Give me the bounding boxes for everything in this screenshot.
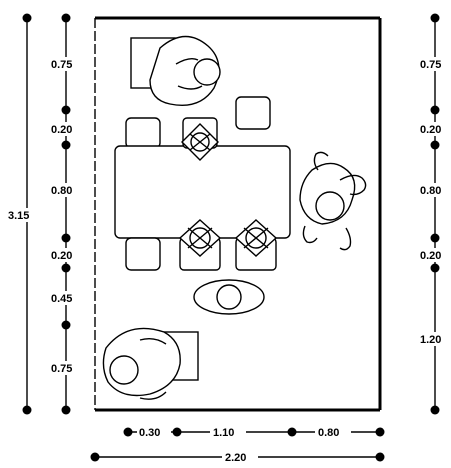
dim-node xyxy=(123,427,133,437)
dim-node xyxy=(22,13,32,23)
chair-bottom-middle-right xyxy=(234,219,278,271)
armchair-bottom-left xyxy=(102,327,199,400)
chair-top-left xyxy=(125,117,161,149)
oval-object xyxy=(193,279,265,315)
dim-node xyxy=(61,405,71,415)
dim-label-bottom-1: 0.30 xyxy=(139,427,160,439)
dim-node xyxy=(375,452,385,462)
left-inner-dimension: 0.75 0.20 0.80 0.20 0.45 0.75 xyxy=(48,13,84,415)
dim-node xyxy=(430,13,440,23)
dim-node xyxy=(430,233,440,243)
dim-label-total-width: 2.20 xyxy=(225,452,246,464)
left-outer-dimension: 3.15 xyxy=(6,13,40,415)
armchair-top xyxy=(130,35,221,106)
dim-node xyxy=(61,233,71,243)
dim-node xyxy=(430,405,440,415)
dim-node xyxy=(61,13,71,23)
dim-node xyxy=(61,320,71,330)
dim-node xyxy=(430,263,440,273)
dim-label-left-3: 0.80 xyxy=(51,185,72,197)
dim-label-right-4: 0.20 xyxy=(420,250,441,262)
chair-top-middle xyxy=(181,117,219,161)
dim-node xyxy=(430,105,440,115)
right-dimension: 0.75 0.20 0.80 0.20 1.20 xyxy=(418,13,451,415)
dim-label-total-height: 3.15 xyxy=(8,210,29,222)
dim-node xyxy=(172,427,182,437)
dim-label-right-1: 0.75 xyxy=(420,59,441,71)
bottom-inner-dimension: 0.30 1.10 0.80 xyxy=(123,425,385,439)
dim-node xyxy=(22,405,32,415)
dim-label-right-3: 0.80 xyxy=(420,185,441,197)
chair-bottom-middle-left xyxy=(178,219,222,271)
bottom-outer-dimension: 2.20 xyxy=(90,450,385,464)
dim-label-right-2: 0.20 xyxy=(420,124,441,136)
dim-label-left-2: 0.20 xyxy=(51,124,72,136)
dim-node xyxy=(90,452,100,462)
stool-top-right xyxy=(235,96,271,130)
chair-bottom-left xyxy=(125,237,161,271)
dim-node xyxy=(61,263,71,273)
dim-node xyxy=(375,427,385,437)
dim-label-left-6: 0.75 xyxy=(51,363,72,375)
dim-node xyxy=(61,140,71,150)
dim-label-bottom-2: 1.10 xyxy=(213,427,234,439)
dim-node xyxy=(430,140,440,150)
dim-label-left-5: 0.45 xyxy=(51,293,72,305)
dim-node xyxy=(287,427,297,437)
dim-label-bottom-3: 0.80 xyxy=(318,427,339,439)
dim-label-left-4: 0.20 xyxy=(51,250,72,262)
person-right xyxy=(299,151,367,251)
dim-label-right-5: 1.20 xyxy=(420,334,441,346)
dim-label-left-1: 0.75 xyxy=(51,59,72,71)
dim-node xyxy=(61,105,71,115)
room-outline xyxy=(94,16,382,412)
furniture xyxy=(102,35,367,400)
